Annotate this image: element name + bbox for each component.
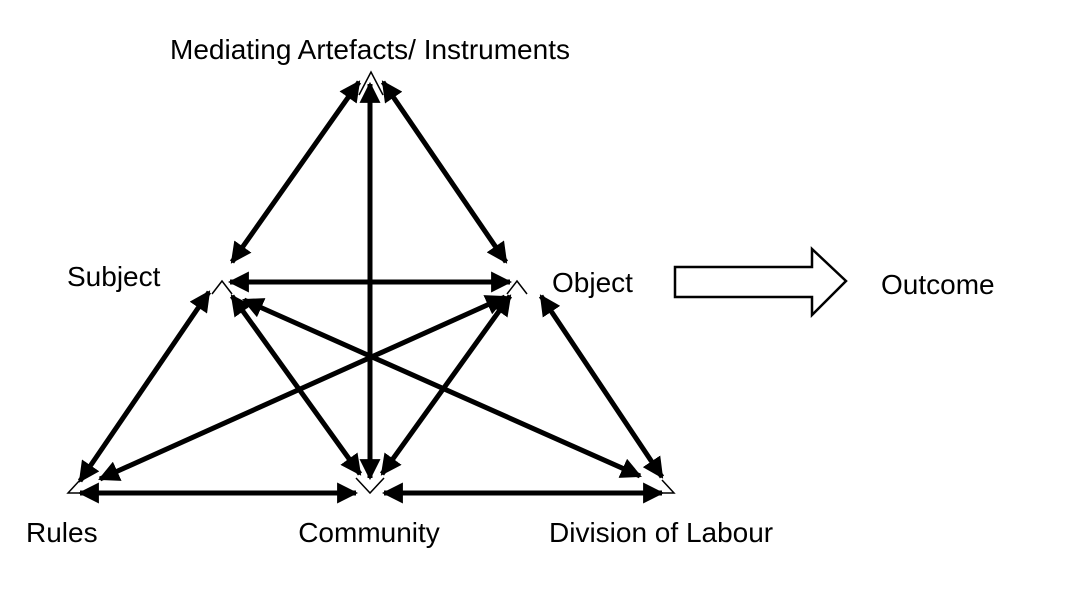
label-division-of-labour: Division of Labour [549,517,773,548]
arrow-mediating-object [380,80,509,264]
label-rules: Rules [26,517,98,548]
vertex-community [355,477,385,495]
label-mediating-artefacts: Mediating Artefacts/ Instruments [170,34,570,65]
arrow-object-division [538,294,665,479]
vertex-subject [211,279,233,295]
outcome-arrow [673,246,848,319]
label-community: Community [298,517,440,548]
label-subject: Subject [67,261,161,292]
arrow-subject-community [229,294,363,476]
label-outcome: Outcome [881,269,995,300]
arrows [77,80,665,504]
arrow-subject-rules [77,290,212,483]
arrow-mediating-subject [229,80,362,264]
arrow-object-community [379,294,513,476]
label-object: Object [552,267,633,298]
